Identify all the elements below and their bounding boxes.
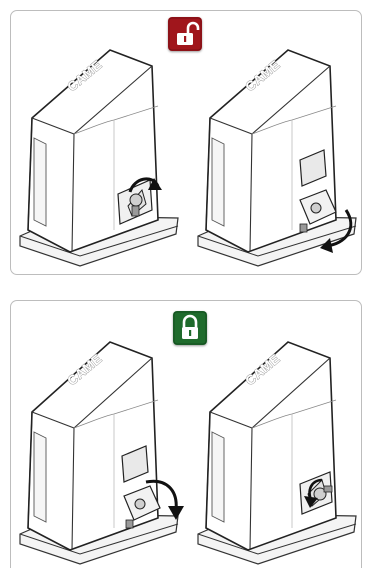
gate-operator-unit-locked: CAME (196, 332, 366, 568)
gate-operator-unit-lever-open: CAME (196, 40, 366, 270)
gate-operator-unit-lever-closing: CAME (18, 332, 188, 568)
gate-operator-unit-with-key: CAME (18, 40, 188, 270)
